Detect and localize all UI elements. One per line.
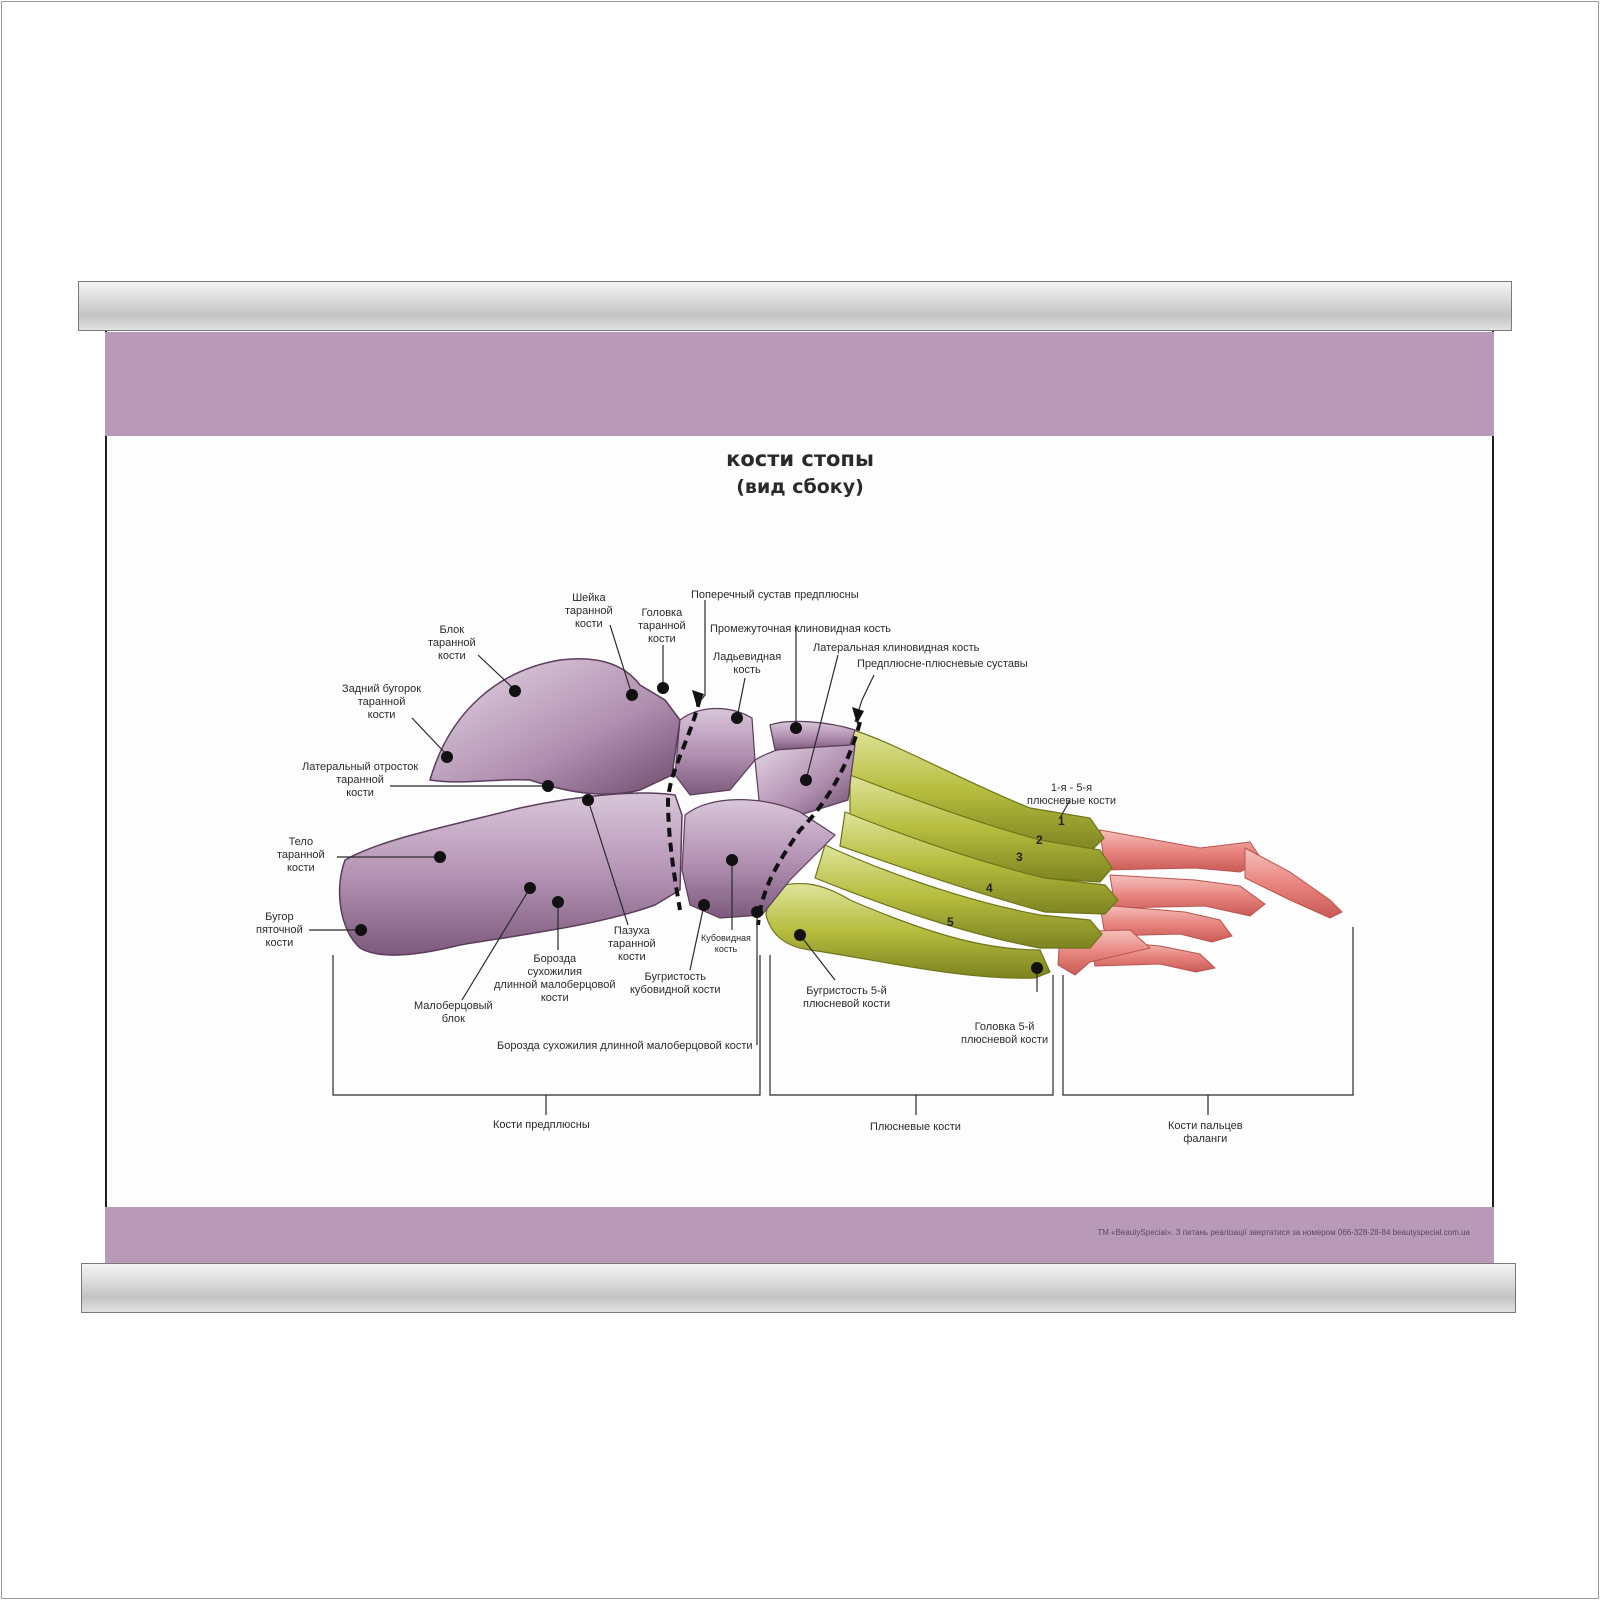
intermediate-cuneiform-shape — [769, 720, 856, 751]
label-cuboid-tuberosity: Бугристость кубовидной кости — [630, 971, 721, 996]
cuboid-shape — [681, 799, 836, 919]
label-calcaneal-tuber: Бугор пяточной кости — [256, 911, 303, 949]
label-talus-neck: Шейка таранной кости — [565, 592, 613, 630]
poster-top-band — [105, 332, 1494, 436]
metatarsal-number-2: 2 — [1036, 833, 1043, 847]
label-talus-trochlea: Блок таранной кости — [428, 624, 476, 662]
label-intermediate-cuneiform: Промежуточная клиновидная кость — [710, 623, 892, 635]
label-metatarsals-1-5: 1-я - 5-я плюсневые кости — [1027, 782, 1116, 807]
top-hanging-rod — [78, 281, 1512, 331]
group-label-metatarsals: Плюсневые кости — [870, 1121, 961, 1133]
label-talus-head: Головка таранной кости — [638, 607, 686, 645]
bottom-hanging-rod — [81, 1263, 1516, 1313]
poster-title: кости стопы — [726, 447, 874, 471]
metatarsal-number-4: 4 — [986, 881, 993, 895]
joint-lines — [665, 697, 862, 926]
label-transverse-tarsal-joint: Поперечный сустав предплюсны — [691, 589, 859, 601]
metatarsals — [765, 727, 1119, 979]
poster-subtitle: (вид сбоку) — [736, 476, 864, 498]
label-fifth-metatarsal-head: Головка 5-й плюсневой кости — [961, 1021, 1049, 1046]
label-cuboid: Кубовидная кость — [701, 933, 751, 954]
poster-footer: ТМ «BeautySpecial». З питань реалізації … — [1097, 1228, 1470, 1237]
label-fifth-metatarsal-tuberosity: Бугристость 5-й плюсневой кости — [803, 985, 891, 1010]
metatarsal-number-3: 3 — [1016, 850, 1023, 864]
navicular-shape — [674, 707, 756, 796]
label-sinus-tarsi: Пазуха таранной кости — [608, 925, 656, 963]
label-posterior-process: Задний бугорок таранной кости — [342, 683, 422, 721]
label-talus-body: Тело таранной кости — [277, 836, 325, 874]
label-lateral-cuneiform: Латеральная клиновидная кость — [813, 642, 980, 654]
group-brackets — [332, 927, 1354, 1115]
phalanges — [1057, 829, 1343, 976]
calcaneus-shape — [338, 792, 683, 956]
talus-shape — [429, 658, 681, 795]
group-label-tarsals: Кости предплюсны — [493, 1119, 590, 1131]
poster-bottom-band — [105, 1207, 1494, 1263]
leader-lines — [309, 600, 1071, 1045]
group-label-phalanges: Кости пальцев фаланги — [1168, 1120, 1243, 1145]
label-peroneus-groove-cuboid: Борозда сухожилия длинной малоберцовой к… — [497, 1040, 753, 1052]
label-lateral-process: Латеральный отросток таранной кости — [302, 761, 419, 799]
metatarsal-number-5: 5 — [947, 915, 954, 929]
label-peroneal-trochlea: Малоберцовый блок — [414, 1000, 493, 1025]
label-peroneus-groove-calcaneus: Борозда сухожилия длинной малоберцовой к… — [494, 953, 616, 1004]
landmark-dots — [355, 682, 1043, 974]
label-navicular: Ладьевидная кость — [713, 651, 782, 676]
label-tarsometatarsal-joints: Предплюсне-плюсневые суставы — [857, 658, 1028, 670]
metatarsal-number-1: 1 — [1058, 814, 1065, 828]
joint-arrows — [692, 690, 864, 724]
